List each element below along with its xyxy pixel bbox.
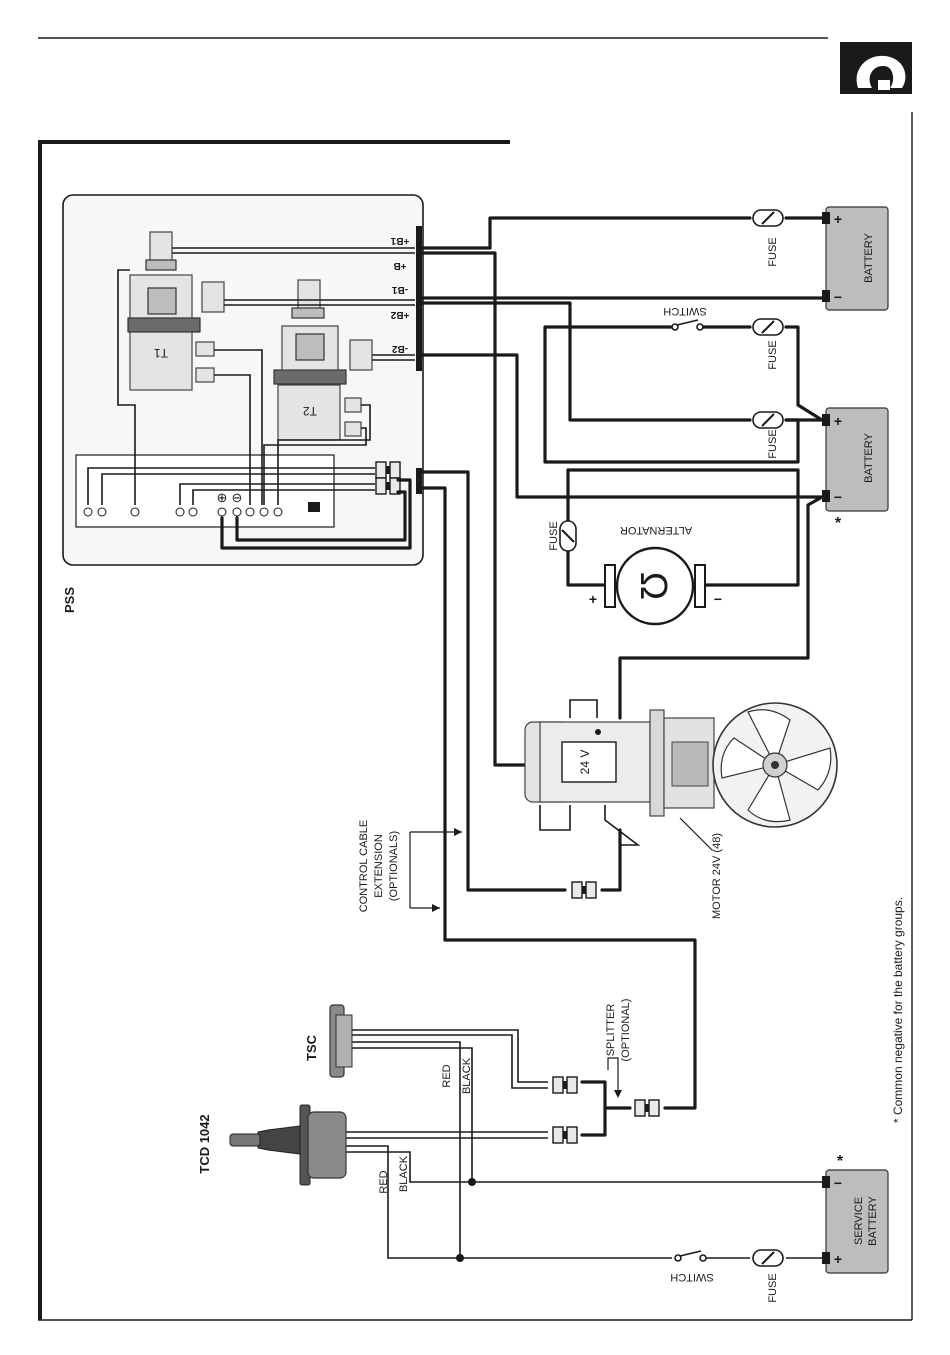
fuse-label-4: FUSE — [548, 521, 560, 550]
relay-t2-label: T2 — [303, 404, 317, 418]
tsc-connector — [553, 1077, 577, 1093]
fuse-battery2 — [753, 412, 783, 428]
tcd-red-label: RED — [378, 1170, 390, 1193]
control-cable-label-1: CONTROL CABLE — [358, 820, 370, 913]
battery-1-neg: − — [834, 289, 842, 305]
service-battery-pos: + — [834, 1251, 842, 1267]
relay-t1-label: T1 — [154, 346, 168, 360]
tcd-black-label: BLACK — [398, 1155, 410, 1192]
fuse-series — [753, 319, 783, 335]
tcd-joystick — [230, 1105, 346, 1185]
pss-label: PSS — [62, 587, 77, 613]
pss-terminal-b1-plus: +B1 — [390, 235, 409, 246]
pss-terminal-b-plus: +B — [393, 260, 406, 271]
battery-1-pos: + — [834, 211, 842, 227]
battery-1-label: BATTERY — [863, 232, 875, 282]
fuse-label-5: FUSE — [767, 1273, 779, 1302]
fuse-alternator — [560, 521, 576, 551]
splitter-label-1: SPLITTER — [605, 1004, 617, 1057]
battery-2-pos: + — [834, 413, 842, 429]
control-cable-connector — [572, 882, 596, 898]
motor-voltage-label: 24 V — [578, 750, 592, 775]
alternator-plus: + — [589, 591, 597, 607]
control-cable-label-3: (OPTIONALS) — [388, 831, 400, 901]
svg-text:⊖: ⊖ — [232, 490, 243, 505]
battery-2: + − BATTERY * — [822, 408, 888, 532]
tsc-label: TSC — [304, 1034, 319, 1061]
control-cable-annotation — [410, 828, 462, 912]
alternator-label: ALTERNATOR — [620, 524, 692, 536]
switch-label-1: SWITCH — [663, 305, 706, 317]
motor: 24 V — [525, 700, 837, 850]
pss-panel: ⊕ ⊖ T1 T2 — [63, 195, 423, 565]
pss-terminal-b2-plus: +B2 — [390, 309, 409, 320]
propeller-icon — [713, 703, 837, 827]
control-cable-label-2: EXTENSION — [373, 834, 385, 898]
pss-terminal-b1-minus: -B1 — [392, 284, 409, 295]
service-battery-label-2: BATTERY — [867, 1195, 879, 1245]
splitter-label-2: (OPTIONAL) — [620, 999, 632, 1062]
switch-series — [672, 320, 703, 330]
tcd-label: TCD 1042 — [197, 1114, 212, 1173]
alternator-minus: − — [714, 591, 722, 607]
tsc-black-label: BLACK — [461, 1057, 473, 1094]
footnote: * Common negative for the battery groups… — [891, 897, 905, 1123]
alternator: Ω ALTERNATOR + − — [589, 524, 722, 624]
battery-2-label: BATTERY — [863, 432, 875, 482]
switch-label-2: SWITCH — [670, 1271, 713, 1283]
tsc-red-label: RED — [441, 1064, 453, 1087]
fuse-service — [753, 1250, 783, 1266]
pss-terminal-b2-minus: -B2 — [392, 343, 409, 354]
service-battery-neg: − — [834, 1175, 842, 1191]
service-battery-mark: * — [837, 1153, 844, 1170]
fuse-battery1 — [753, 210, 783, 226]
fuse-label-2: FUSE — [767, 340, 779, 369]
battery-2-neg: − — [834, 489, 842, 505]
splitter-arrow — [608, 1058, 622, 1098]
control-panel-wiring — [345, 1030, 822, 1262]
svg-text:⊕: ⊕ — [217, 490, 228, 505]
service-battery-label-1: SERVICE — [853, 1197, 865, 1245]
tcd-connector — [553, 1127, 577, 1143]
fuse-label-3: FUSE — [767, 429, 779, 458]
alternator-symbol-icon: Ω — [632, 572, 674, 600]
service-battery: − + SERVICE BATTERY * — [822, 1153, 888, 1273]
motor-label: MOTOR 24V (48) — [711, 833, 723, 919]
splitter-connector — [635, 1100, 659, 1116]
battery-2-mark: * — [835, 515, 842, 532]
brand-logo — [840, 42, 912, 94]
tsc-device — [330, 1005, 352, 1077]
battery-1: + − BATTERY — [822, 207, 888, 310]
switch-service — [675, 1251, 706, 1261]
fuse-label-1: FUSE — [767, 237, 779, 266]
